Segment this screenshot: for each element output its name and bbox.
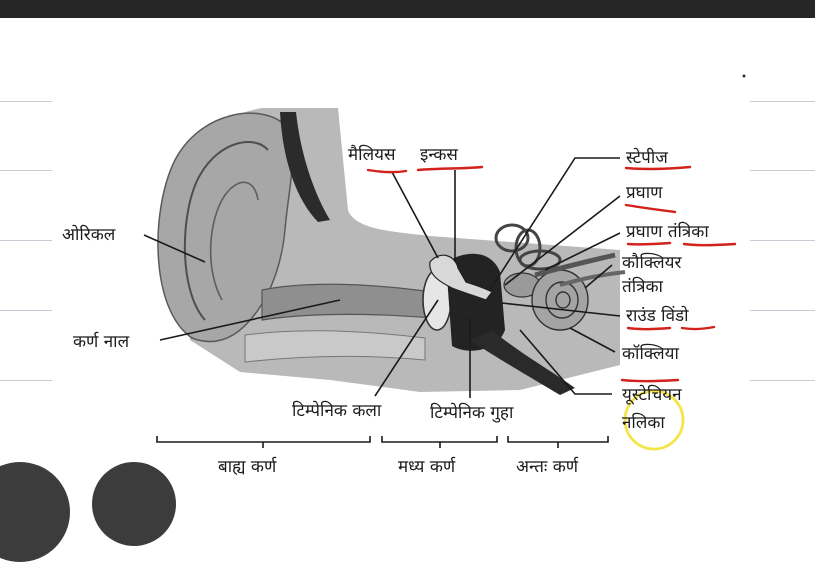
underline: [620, 378, 680, 383]
notebook-line: [0, 240, 52, 241]
leader-line: [159, 299, 341, 341]
ear-diagram: ओरिकल कर्ण नाल मैलियस इन्कस स्टेपीज प्रघ…: [62, 74, 746, 477]
pinna-fold: [183, 141, 269, 321]
underline: [626, 326, 672, 331]
leader-line: [501, 302, 621, 317]
underline: [682, 242, 737, 247]
label-stapes: स्टेपीज: [626, 147, 668, 168]
cochlea-whorl: [555, 291, 571, 309]
underline: [416, 165, 484, 172]
labels: ओरिकल कर्ण नाल मैलियस इन्कस स्टेपीज प्रघ…: [62, 144, 709, 433]
label-auricle: ओरिकल: [62, 224, 116, 245]
notebook-line: [750, 170, 815, 171]
notebook-line: [750, 240, 815, 241]
underline: [624, 203, 677, 214]
label-round-window: राउंड विंडो: [626, 305, 689, 326]
label-malleus: मैलियस: [348, 144, 396, 165]
semicircular-canal: [494, 223, 530, 253]
label-tympanic-membrane: टिम्पेनिक कला: [292, 400, 382, 421]
bracket-outer: [156, 436, 371, 443]
overlay-button-right[interactable]: [92, 462, 176, 546]
label-cochlear-nerve-line1: कौक्लियर: [622, 252, 683, 273]
highlight-circle: [623, 389, 685, 451]
red-underlines: [366, 165, 737, 383]
eustachian-tube-shape: [470, 330, 575, 395]
label-ear-canal: कर्ण नाल: [73, 331, 130, 352]
leader-line: [569, 327, 616, 353]
leader-lines: [143, 157, 621, 398]
notebook-line: [750, 380, 815, 381]
section-outer-ear: बाह्य कर्ण: [218, 456, 277, 477]
leader-line: [544, 232, 621, 271]
leader-line: [143, 234, 206, 263]
section-brackets: बाह्य कर्ण मध्य कर्ण अन्तः कर्ण: [156, 436, 609, 477]
underline: [626, 241, 672, 246]
bracket-inner: [507, 436, 609, 443]
pinna-fold-inner: [209, 181, 259, 301]
leader-line: [391, 171, 439, 259]
ear-illustration: [157, 108, 626, 395]
label-tympanic-cavity: टिम्पेनिक गुहा: [430, 402, 514, 423]
bracket-middle: [381, 436, 498, 443]
top-bar: [0, 0, 815, 18]
leader-line: [489, 157, 620, 291]
underline: [624, 165, 692, 171]
notebook-line: [750, 101, 815, 102]
notebook-line: [0, 101, 52, 102]
section-middle-ear: मध्य कर्ण: [398, 456, 456, 477]
notebook-line: [750, 310, 815, 311]
ear-canal-shape: [261, 283, 433, 321]
notebook-line: [0, 380, 52, 381]
bone-streak: [280, 112, 330, 222]
leader-line: [374, 299, 439, 397]
vestibular-nerve-shape: [534, 252, 616, 278]
label-eustachian-line1: यूस्टेचियन: [622, 384, 682, 405]
leader-line: [519, 329, 612, 395]
section-inner-ear: अन्तः कर्ण: [516, 456, 579, 477]
label-incus: इन्कस: [420, 145, 458, 165]
label-vestibule: प्रघाण: [626, 183, 663, 203]
cochlear-nerve-shape: [559, 270, 626, 287]
label-cochlear-nerve-line2: तंत्रिका: [622, 276, 664, 297]
label-vestibular-nerve: प्रघाण तंत्रिका: [626, 221, 709, 242]
underline: [680, 325, 716, 331]
label-cochlea: कॉक्लिया: [622, 343, 680, 364]
cochlea-whorl: [545, 281, 579, 319]
label-eustachian-line2: नलिका: [622, 412, 665, 433]
underline: [366, 168, 408, 174]
stray-dot: [742, 74, 746, 78]
notebook-line: [0, 310, 52, 311]
leader-line: [584, 264, 613, 289]
leader-line: [504, 195, 621, 286]
semicircular-canal: [518, 249, 562, 271]
ossicles: [429, 254, 493, 301]
notebook-line: [0, 170, 52, 171]
lobe-band: [244, 330, 426, 363]
